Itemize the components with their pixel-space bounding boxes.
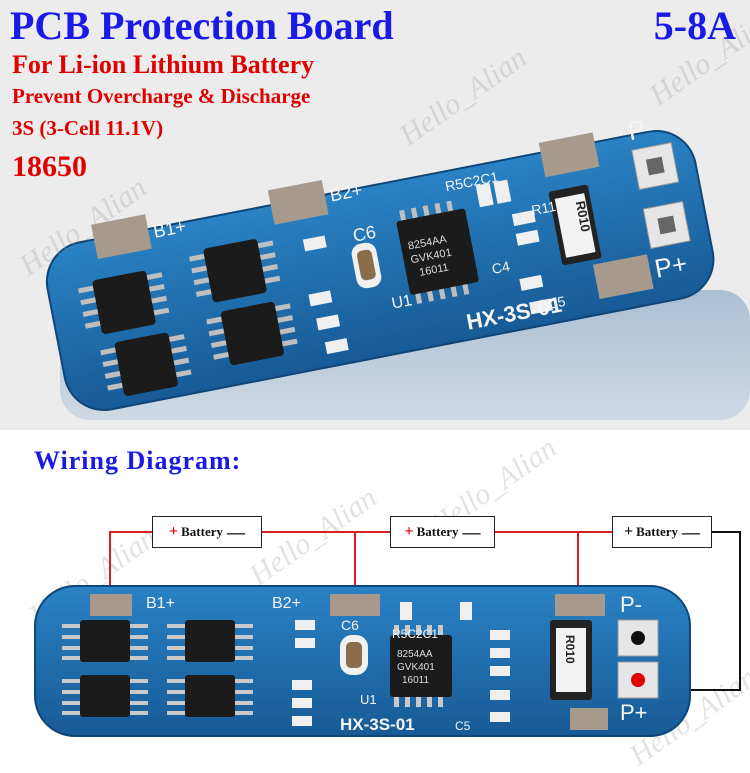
battery-3: + Battery — [612,516,712,548]
wiring-diagram: 8254AA GVK401 16011 R010 B1+ B2+ C6 U1 H… [34,531,741,737]
label-pminus: P- [625,112,656,146]
label-u1: U1 [390,292,413,313]
pad-b3 [538,132,600,178]
resistor-text: R010 [573,200,594,233]
label-pplus: P+ [652,248,690,284]
pad-b2 [267,179,329,225]
ic-text-3: 16011 [402,675,430,686]
battery-plus-symbol: + [404,523,414,540]
label-pminus: P- [620,592,642,617]
battery-1: + Battery — [152,516,262,548]
battery-minus-symbol: — [462,521,481,542]
pcb-board-bottom: 8254AA GVK401 16011 R010 B1+ B2+ C6 U1 H… [34,585,691,737]
label-b2: B2+ [272,595,301,612]
label-pplus: P+ [620,700,648,725]
label-c6: C6 [351,222,377,246]
label-c4: C4 [490,258,511,277]
battery-2: + Battery — [390,516,495,548]
subtitle-battery: For Li-ion Lithium Battery [12,50,315,79]
battery-minus-symbol: — [682,521,700,542]
label-c6: C6 [341,617,359,633]
battery-plus-symbol: + [169,523,179,540]
ic-text-3: 16011 [418,261,450,278]
label-c5: C5 [546,293,567,312]
pad-b1 [91,214,152,260]
battery-label: Battery [416,524,459,539]
battery-minus-symbol: — [227,521,245,542]
page-title: PCB Protection Board [10,3,394,48]
current-rating: 5-8A [653,3,736,48]
battery-plus-symbol: + [624,523,634,540]
pcb-photo-top: 8254AA GVK401 16011 R010 B1+ B2+ C6 U1 H… [45,112,750,420]
ic-text-1: 8254AA [397,649,433,660]
label-c5: C5 [455,719,471,733]
battery-label: Battery [636,524,678,539]
battery-label: Battery [181,524,223,539]
label-r5c2c1: R5C2C1 [392,627,438,641]
wiring-diagram-title: Wiring Diagram: [34,446,242,475]
label-model: HX-3S-01 [340,715,415,734]
subtitle-protection: Prevent Overcharge & Discharge [12,84,311,108]
subtitle-model: 18650 [12,150,87,183]
pcb-board-top: 8254AA GVK401 16011 R010 B1+ B2+ C6 U1 H… [45,112,715,411]
pad-b3n [592,254,654,300]
ic-text-2: GVK401 [397,662,435,673]
label-b1: B1+ [146,595,175,612]
subtitle-cells: 3S (3-Cell 11.1V) [12,116,164,140]
label-u1: U1 [360,692,377,707]
resistor-text: R010 [563,635,577,664]
label-r11: R11 [530,198,557,218]
